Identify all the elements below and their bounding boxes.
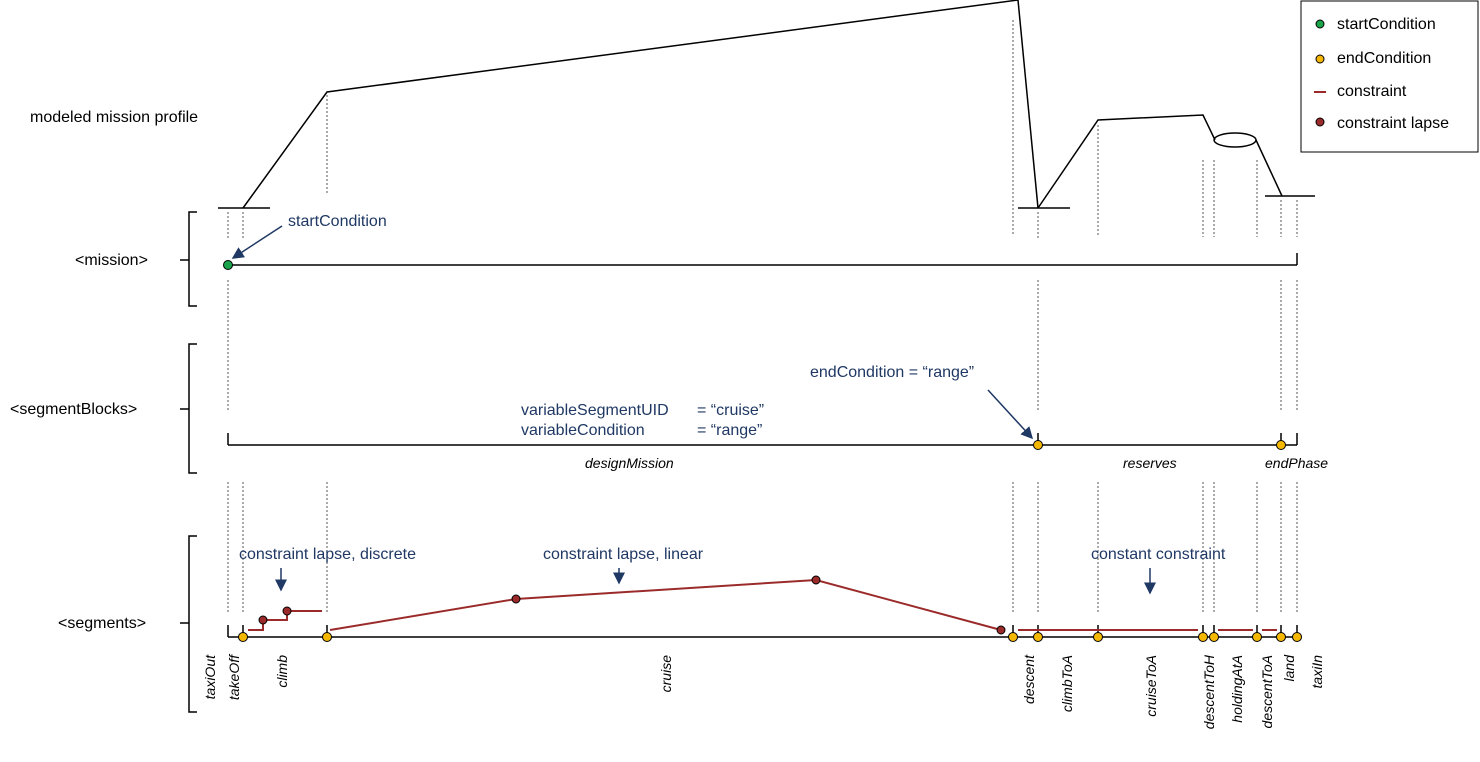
mission-timeline	[223, 253, 1298, 270]
mission-profile	[218, 0, 1315, 209]
segment-label-cruise: cruise	[658, 655, 674, 693]
legend-start-label: startCondition	[1337, 16, 1436, 33]
block-end-marker-reserves	[1276, 440, 1286, 450]
legend-start-marker	[1315, 19, 1325, 29]
lapse-marker	[511, 594, 521, 604]
lapse-marker	[811, 575, 821, 585]
segment-end-marker	[1209, 632, 1219, 642]
segment-end-marker	[1252, 632, 1262, 642]
segment-labels: taxiOut takeOff climb cruise descent cli…	[202, 653, 1325, 729]
brace-segments	[180, 535, 197, 713]
block-label-design: designMission	[585, 455, 674, 471]
segment-end-markers	[238, 632, 1302, 642]
segment-end-marker	[1093, 632, 1103, 642]
brace-mission	[180, 211, 197, 307]
lapse-marker	[996, 625, 1006, 635]
block-end-marker-design	[1033, 440, 1043, 450]
segment-label-climb: climb	[274, 655, 290, 688]
end-range-annotation: endCondition = “range”	[810, 364, 974, 381]
mission-start-marker	[223, 260, 233, 270]
legend-end-label: endCondition	[1337, 50, 1431, 67]
segment-label-holdingata: holdingAtA	[1229, 655, 1245, 723]
segment-end-marker	[322, 632, 332, 642]
segment-end-marker	[1033, 632, 1043, 642]
level-mission: <mission>	[75, 252, 148, 269]
discrete-annotation: constraint lapse, discrete	[239, 546, 416, 563]
legend-lapse-marker	[1315, 117, 1325, 127]
segment-label-descenttoa: descentToA	[1259, 655, 1275, 728]
segment-label-cruisetoa: cruiseToA	[1143, 655, 1159, 717]
segment-label-descenttoh: descentToH	[1201, 654, 1217, 729]
constraints	[248, 575, 1277, 635]
linear-annotation: constraint lapse, linear	[543, 546, 704, 563]
var-cond-key: variableCondition	[521, 422, 645, 439]
profile-line-climb-cruise	[242, 0, 1039, 209]
level-segment-blocks: <segmentBlocks>	[10, 401, 137, 418]
segment-end-marker	[1008, 632, 1018, 642]
constraint-discrete	[248, 610, 322, 631]
profile-line-final	[1255, 139, 1283, 197]
constant-annotation: constant constraint	[1091, 546, 1226, 563]
legend-constraint-label: constraint	[1337, 83, 1407, 100]
legend-end-marker	[1315, 54, 1325, 64]
segment-label-land: land	[1281, 654, 1297, 682]
level-segments: <segments>	[58, 615, 146, 632]
lapse-marker	[258, 615, 268, 625]
brace-blocks	[180, 343, 197, 474]
segment-end-marker	[1276, 632, 1286, 642]
block-label-reserves: reserves	[1123, 455, 1177, 471]
block-label-end: endPhase	[1265, 455, 1328, 471]
blocks-timeline	[227, 433, 1298, 450]
segment-label-descent: descent	[1021, 654, 1037, 704]
lapse-marker	[282, 606, 292, 616]
segment-label-taxiin: taxiIn	[1309, 655, 1325, 689]
holding-pattern	[1213, 132, 1257, 148]
var-uid-value: = “cruise”	[697, 402, 764, 419]
profile-label: modeled mission profile	[30, 109, 198, 126]
segment-end-marker	[1198, 632, 1208, 642]
segment-label-climbtoa: climbToA	[1059, 655, 1075, 712]
segment-label-takeoff: takeOff	[226, 653, 242, 700]
end-range-arrow	[987, 389, 1034, 440]
vertical-guides	[227, 20, 1298, 612]
segment-label-taxiout: taxiOut	[202, 654, 218, 699]
segment-end-marker	[1292, 632, 1302, 642]
constraint-linear	[329, 578, 1002, 631]
var-cond-value: = “range”	[697, 422, 762, 439]
start-arrow	[231, 225, 283, 259]
var-uid-key: variableSegmentUID	[521, 402, 669, 419]
segment-end-marker	[238, 632, 248, 642]
legend: startCondition endCondition constraint c…	[1300, 0, 1479, 153]
legend-lapse-label: constraint lapse	[1337, 115, 1449, 132]
profile-line-reserves	[1037, 114, 1216, 209]
start-annotation: startCondition	[288, 213, 387, 230]
